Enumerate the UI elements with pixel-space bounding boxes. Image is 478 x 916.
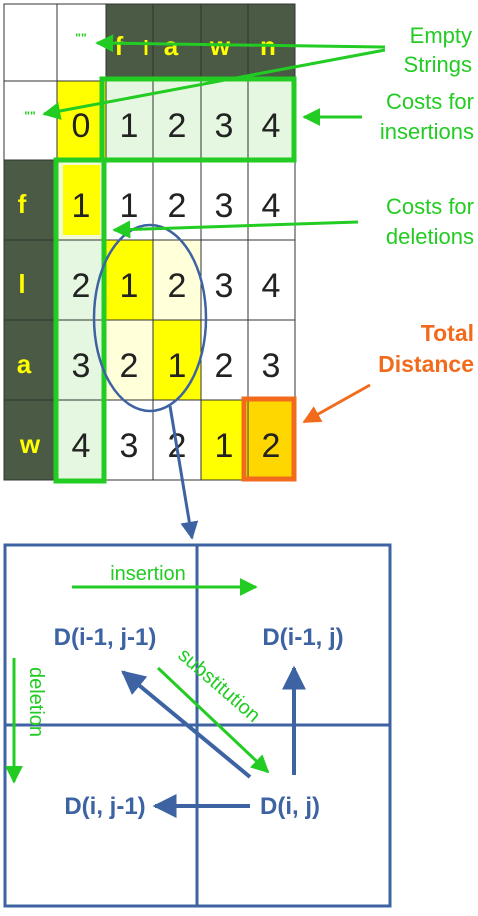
total-distance-label-line1: Total xyxy=(421,320,474,346)
row-empty-label: "" xyxy=(24,109,35,123)
value-2-0: 2 xyxy=(72,267,91,305)
row-header-cell-w xyxy=(3,399,58,481)
value-2-2: 2 xyxy=(168,267,187,305)
value-3-1: 2 xyxy=(120,347,139,385)
total-distance-label-line2: Distance xyxy=(378,351,474,377)
cell-3-1 xyxy=(105,319,154,401)
row-header-f: f xyxy=(18,189,27,219)
substitution-operation-label: substitution xyxy=(174,644,265,727)
recurrence-grid: D(i-1, j-1) D(i-1, j) D(i, j-1) D(i, j) … xyxy=(3,543,392,908)
value-3-2: 1 xyxy=(168,347,187,385)
substitution-operation-arrow xyxy=(156,666,270,774)
label-d-i-j: D(i, j) xyxy=(260,793,320,820)
empty-strings-arrow-row xyxy=(42,48,386,120)
cell-3-4 xyxy=(247,319,296,401)
value-1-2: 2 xyxy=(168,187,187,225)
value-4-3: 1 xyxy=(215,427,234,465)
distance-matrix: "" f l a w "" 0 1 2 3 4 f 1 1 2 3 xyxy=(3,3,297,484)
row-empty-cell xyxy=(3,80,58,161)
label-d-i-1-j-1: D(i-1, j-1) xyxy=(54,624,157,651)
value-1-1: 1 xyxy=(120,187,139,225)
cell-4-0 xyxy=(56,399,107,481)
ellipse-to-grid-arrow xyxy=(168,405,199,540)
value-0-0: 0 xyxy=(72,107,91,145)
value-3-3: 2 xyxy=(215,347,234,385)
empty-strings-arrow-col xyxy=(95,34,386,53)
cell-2-4 xyxy=(247,239,296,321)
row-header-a: a xyxy=(17,349,32,379)
row-header-cell-l xyxy=(3,239,58,321)
label-d-i-1-j: D(i-1, j) xyxy=(262,624,343,651)
row-header-cell-f xyxy=(3,159,58,241)
col-header-l: l xyxy=(143,38,149,60)
row-header-l: l xyxy=(18,269,25,299)
value-4-4: 2 xyxy=(262,427,281,465)
insertion-operation-label: insertion xyxy=(110,563,186,585)
value-4-1: 3 xyxy=(120,427,139,465)
cell-4-4 xyxy=(247,399,296,481)
value-1-3: 3 xyxy=(215,187,234,225)
cell-0-2 xyxy=(152,80,202,161)
value-2-1: 1 xyxy=(120,267,139,305)
cell-0-3 xyxy=(200,80,249,161)
value-4-0: 4 xyxy=(72,427,91,465)
value-0-1: 1 xyxy=(120,107,139,145)
deletion-operation-label: deletion xyxy=(25,667,47,737)
col-header-a: a xyxy=(164,31,179,61)
col-header-f: f xyxy=(115,31,124,61)
cell-4-1 xyxy=(105,399,154,481)
cell-3-2 xyxy=(152,319,202,401)
cell-1-0-highlight xyxy=(63,165,100,235)
diagonal-ellipse xyxy=(92,223,208,413)
deletion-costs-label-line2: deletions xyxy=(386,224,474,249)
col-empty-label: "" xyxy=(75,31,86,45)
value-3-4: 3 xyxy=(262,347,281,385)
matrix-corner-cell xyxy=(3,3,58,82)
row-header-w: w xyxy=(19,429,41,459)
insertion-costs-label-line2: insertions xyxy=(380,119,474,144)
empty-strings-label-line2: Strings xyxy=(404,52,472,77)
deletion-costs-label-line1: Costs for xyxy=(386,194,474,219)
cell-3-0 xyxy=(56,319,107,401)
deletion-costs-frame xyxy=(53,157,107,484)
total-distance-arrow xyxy=(302,383,371,424)
value-1-4: 4 xyxy=(262,187,281,225)
arrow-from-diagonal xyxy=(121,670,252,779)
empty-strings-label-line1: Empty xyxy=(410,23,472,48)
cell-2-1 xyxy=(105,239,154,321)
cell-0-0 xyxy=(56,80,107,161)
value-0-3: 3 xyxy=(215,107,234,145)
value-3-0: 3 xyxy=(72,347,91,385)
value-1-0: 1 xyxy=(72,187,91,225)
value-0-4: 4 xyxy=(262,107,281,145)
value-0-2: 2 xyxy=(168,107,187,145)
insertion-costs-frame xyxy=(99,76,297,163)
deletion-costs-arrow xyxy=(112,220,359,239)
insertion-costs-label-line1: Costs for xyxy=(386,89,474,114)
label-d-i-j-1: D(i, j-1) xyxy=(64,793,145,820)
value-2-3: 3 xyxy=(215,267,234,305)
annotations: Empty Strings Costs for insertions Costs… xyxy=(42,23,474,540)
total-distance-frame xyxy=(241,396,297,482)
value-2-4: 4 xyxy=(262,267,281,305)
